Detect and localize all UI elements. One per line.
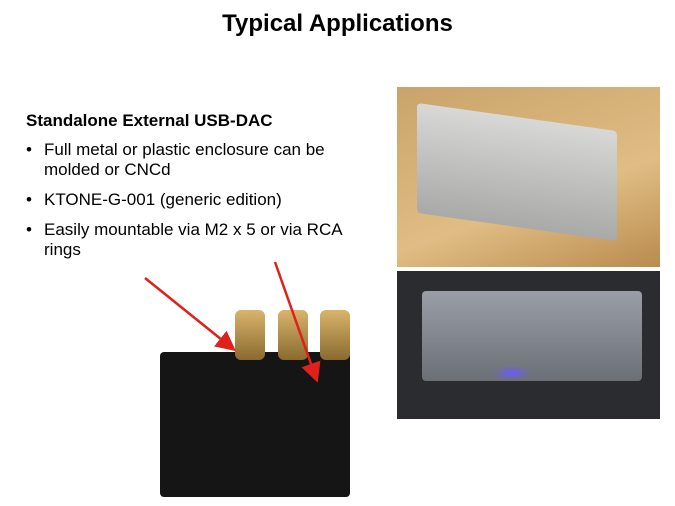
enclosure-photo [397,87,660,267]
bullet-list: Full metal or plastic enclosure can be m… [26,140,366,270]
arrow [273,261,321,383]
enclosure-led-photo [397,271,660,419]
rca-jack [278,310,308,360]
slide-title: Typical Applications [222,10,453,37]
subtitle: Standalone External USB-DAC [26,111,273,130]
bullet: Easily mountable via M2 x 5 or via RCA r… [26,220,366,260]
rca-jack [235,310,265,360]
bullet: KTONE-G-001 (generic edition) [26,190,366,210]
bullet: Full metal or plastic enclosure can be m… [26,140,366,180]
rca-jack [320,310,350,360]
arrow [144,277,236,352]
